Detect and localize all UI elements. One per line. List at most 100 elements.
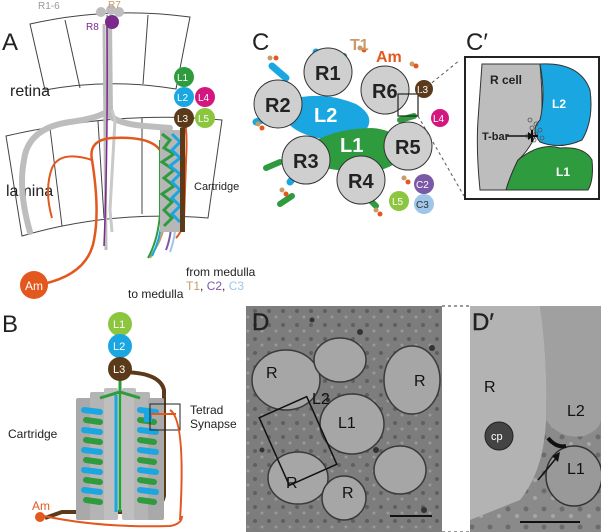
- c3-label-a: C3: [229, 279, 245, 293]
- r-label-d1: R: [266, 365, 278, 382]
- l2-label-a: L2: [177, 93, 189, 104]
- retina-label: retina: [10, 83, 50, 100]
- c2-soma-c: [414, 174, 434, 194]
- l3-label-c: L3: [417, 85, 429, 96]
- l4-label-a: L4: [198, 93, 210, 104]
- l5-soma-c: [389, 191, 409, 211]
- l3-process: [180, 128, 185, 232]
- r5-label: R5: [395, 137, 421, 159]
- l5-label-c: L5: [392, 197, 404, 208]
- l2-profile-dp: [540, 306, 601, 437]
- r4-cell: [336, 155, 386, 205]
- l2-label-c: L2: [314, 105, 337, 127]
- l1-label-cp: L1: [556, 165, 570, 179]
- r16-label: R1-6: [38, 1, 60, 12]
- r8-axon: [103, 25, 108, 247]
- l5-soma-a: [195, 108, 215, 128]
- cartridge-label-a: Cartridge: [194, 181, 239, 193]
- l2-dendrites: [167, 132, 183, 224]
- l2-soma-b: [108, 334, 132, 358]
- r2-cell: [253, 79, 303, 129]
- t1-label-c: T1: [350, 37, 369, 54]
- r-label-dp: R: [484, 379, 496, 396]
- r-cells-c: [253, 47, 433, 205]
- l4-soma-a: [195, 87, 215, 107]
- em-profiles-d: [251, 337, 441, 521]
- am-label-b: Am: [32, 499, 50, 513]
- r-label-d3: R: [286, 475, 298, 492]
- lamina-dividers: [49, 117, 187, 227]
- r8-label: R8: [86, 22, 99, 33]
- zoom-lines-d: [442, 305, 470, 532]
- tbar-label: T-bar: [482, 131, 510, 143]
- l1-soma-a: [174, 67, 194, 87]
- am-label-a: Am: [25, 279, 43, 293]
- cp-label-dp: cp: [491, 431, 503, 443]
- l1-profile-dp: [545, 445, 601, 507]
- cartridge-label-b: Cartridge: [8, 427, 58, 441]
- panel-a: A retina lamina R1-6 R7 R8 Am: [2, 0, 256, 301]
- r6-cell: [360, 65, 410, 115]
- l2-label-b: L2: [113, 341, 125, 353]
- panel-d: D R R R R L2 L1: [246, 305, 470, 532]
- l2-label-dp: L2: [567, 403, 585, 420]
- panel-b: B Tetrad Synapse L1: [2, 311, 237, 528]
- l2-label-cp: L2: [552, 97, 566, 111]
- tbar-mark: [530, 130, 538, 142]
- l2-soma-a: [174, 87, 194, 107]
- t1-label-a: T1: [186, 279, 200, 293]
- l3-soma-a: [174, 108, 194, 128]
- l3-label-a: L3: [177, 114, 189, 125]
- panel-cp: C′ R cell L2 L1 T-bar: [464, 29, 600, 200]
- synapse-density: [546, 436, 567, 449]
- r8-soma: [105, 15, 119, 29]
- synapse-arrow: [537, 455, 559, 481]
- l1-profile: [505, 146, 593, 191]
- am-branch-b: [169, 409, 183, 521]
- am-neurite: [42, 136, 162, 286]
- l1-label-d: L1: [338, 415, 356, 432]
- l3-label-b: L3: [113, 364, 125, 376]
- l2-profile: [534, 63, 592, 146]
- l1-dendrites: [159, 132, 177, 228]
- panel-label-a: A: [2, 29, 18, 56]
- panel-label-cp: C′: [466, 29, 488, 56]
- l2-process-c: [284, 95, 370, 140]
- panel-label-d: D: [252, 309, 269, 336]
- r3-cell: [281, 135, 331, 185]
- r2-label: R2: [265, 95, 291, 117]
- l1-fiber: [147, 140, 161, 259]
- c3-soma-c: [414, 194, 434, 214]
- r5-cell: [383, 121, 433, 171]
- r-profile-dp: [470, 306, 547, 520]
- panel-label-dp: D′: [472, 309, 494, 336]
- r16-soma: [96, 7, 106, 17]
- r4-label: R4: [348, 171, 374, 193]
- from-medulla-label: from medulla: [186, 265, 256, 279]
- c3-label-c: C3: [416, 200, 429, 211]
- panel-label-c: C: [252, 29, 269, 56]
- panel-dp: D′ R L2 L1 cp: [470, 306, 601, 532]
- em-dark-spots-d: [259, 317, 435, 513]
- l1-soma-b: [108, 312, 132, 336]
- r-axon-thin: [108, 109, 117, 233]
- r-label-d4: R: [342, 485, 354, 502]
- r1-cell: [303, 47, 353, 97]
- r16-axon: [19, 17, 112, 235]
- l1-label-a: L1: [177, 73, 189, 84]
- from-medulla-cells: T1, C2, C3: [186, 279, 244, 293]
- r16-axon-2: [106, 17, 173, 131]
- t1-am-dots: [255, 45, 419, 217]
- tetrad-label-1: Tetrad: [190, 403, 223, 417]
- l1-label-c: L1: [340, 135, 363, 157]
- am-soma-b: [35, 512, 45, 522]
- c2-label-c: C2: [416, 180, 429, 191]
- am-neurite-b: [43, 515, 183, 528]
- l4-label-c: L4: [433, 114, 445, 125]
- l2-label-d: L2: [312, 391, 330, 408]
- zoom-box-c: [397, 93, 419, 117]
- rcell-label: R cell: [490, 73, 522, 87]
- r6-label: R6: [372, 81, 398, 103]
- r3-label: R3: [293, 151, 319, 173]
